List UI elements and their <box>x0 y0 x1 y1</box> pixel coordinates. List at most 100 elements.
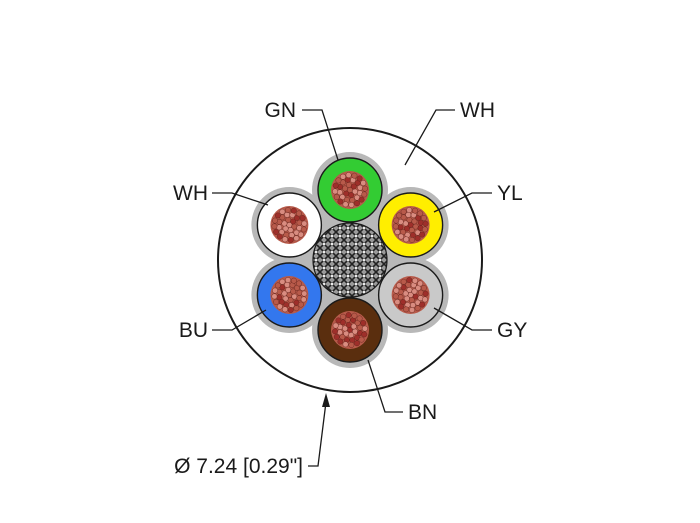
strand <box>422 290 429 297</box>
strand <box>300 226 307 233</box>
strand <box>276 294 283 301</box>
strand <box>354 200 360 207</box>
strand <box>337 338 344 345</box>
strand <box>333 194 340 200</box>
strand <box>301 220 308 227</box>
strand <box>411 218 418 225</box>
strand <box>397 294 404 301</box>
strand <box>340 173 346 180</box>
strand <box>405 211 412 218</box>
gn-leader <box>302 109 339 161</box>
strand <box>406 207 413 213</box>
strand <box>342 201 349 208</box>
strand <box>276 233 283 240</box>
strand <box>299 215 306 221</box>
strand <box>345 322 352 328</box>
strand <box>271 223 278 230</box>
strand <box>409 307 415 313</box>
strand <box>362 325 368 332</box>
strand <box>412 277 418 284</box>
strand <box>422 296 428 303</box>
strand <box>348 192 355 198</box>
strand <box>279 208 286 215</box>
strand <box>351 312 358 319</box>
strand <box>332 322 339 329</box>
strand <box>282 306 288 313</box>
strand <box>349 337 356 344</box>
strand <box>400 278 407 285</box>
strand <box>356 315 363 322</box>
strand <box>356 175 363 182</box>
strand <box>348 332 355 338</box>
yl-leader <box>433 192 492 213</box>
strand <box>406 287 413 293</box>
wh-left-leader <box>212 192 269 206</box>
strand <box>420 215 427 221</box>
strand <box>298 301 304 308</box>
strand <box>285 217 292 223</box>
strand <box>336 189 343 196</box>
center-shield <box>312 222 388 298</box>
strand <box>282 236 288 243</box>
strand <box>349 197 356 204</box>
strand <box>392 223 399 230</box>
strand <box>409 237 415 243</box>
diameter-arrowhead <box>322 393 330 407</box>
strand <box>332 182 339 189</box>
strand <box>411 288 418 295</box>
strand <box>397 224 404 231</box>
strand <box>340 313 346 320</box>
strand <box>393 217 400 224</box>
strand <box>350 323 357 330</box>
strand <box>296 280 302 287</box>
yellow-conductor <box>377 192 444 258</box>
strand <box>272 217 278 224</box>
label-diameter: Ø 7.24 [0.29"] <box>174 455 303 478</box>
strand <box>344 176 351 183</box>
strand <box>351 172 358 179</box>
strand <box>345 312 352 318</box>
strand <box>398 303 404 310</box>
strand <box>279 278 286 285</box>
strand <box>293 235 300 242</box>
strand <box>300 296 307 303</box>
strand <box>357 324 364 331</box>
strand <box>276 224 283 231</box>
strand <box>394 229 401 235</box>
strand <box>348 342 355 348</box>
strand <box>332 188 338 195</box>
blue-conductor <box>256 262 323 328</box>
strand <box>422 226 428 233</box>
label-gy: GY <box>497 319 527 342</box>
strand <box>417 280 424 287</box>
green-conductor <box>317 157 383 223</box>
strand <box>406 217 413 223</box>
strand <box>287 307 294 313</box>
strand <box>403 306 410 313</box>
strand <box>285 277 291 283</box>
strand <box>287 297 294 303</box>
strand <box>288 302 295 309</box>
strand <box>408 297 415 303</box>
strand <box>298 231 304 238</box>
strand <box>403 236 410 243</box>
strand <box>362 185 368 192</box>
strand <box>290 207 297 214</box>
strand <box>410 232 416 239</box>
strand <box>398 233 404 240</box>
strand <box>335 177 342 184</box>
brown-conductor <box>317 297 383 363</box>
strand <box>273 299 280 305</box>
strand <box>272 287 278 294</box>
strand <box>414 235 421 242</box>
strand <box>273 229 280 235</box>
strand <box>342 341 349 348</box>
conductor-group <box>256 157 444 363</box>
wh-outer-leader <box>404 109 455 166</box>
strand <box>301 290 308 297</box>
strand <box>394 299 401 305</box>
bu-leader <box>212 309 267 331</box>
strand <box>357 184 364 191</box>
label-gn: GN <box>265 99 297 122</box>
